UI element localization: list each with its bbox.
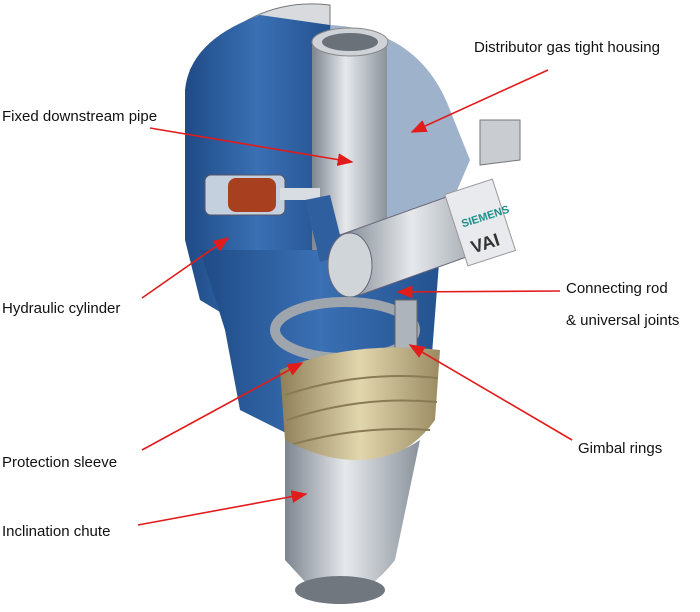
label-connecting-rod: Connecting rod bbox=[566, 280, 668, 297]
arrow-gimbal-rings bbox=[408, 344, 573, 441]
label-universal-joints: & universal joints bbox=[566, 312, 679, 329]
arrow-protection-sleeve bbox=[141, 362, 304, 451]
label-inclination-chute: Inclination chute bbox=[2, 523, 110, 540]
label-protection-sleeve: Protection sleeve bbox=[2, 454, 117, 471]
inclination-chute bbox=[285, 440, 420, 599]
label-distributor-housing: Distributor gas tight housing bbox=[474, 39, 660, 56]
arrow-distributor-housing bbox=[410, 69, 549, 133]
protection-sleeve bbox=[280, 347, 440, 470]
arrow-fixed-pipe bbox=[149, 127, 354, 166]
machine-illustration: SIEMENS VAI bbox=[185, 3, 521, 604]
label-fixed-pipe: Fixed downstream pipe bbox=[2, 108, 157, 125]
connecting-rod bbox=[327, 119, 521, 298]
arrow-inclination-chute bbox=[137, 490, 308, 526]
label-gimbal-rings: Gimbal rings bbox=[578, 440, 662, 457]
arrow-hydraulic-cylinder bbox=[141, 237, 230, 299]
arrow-connecting-rod bbox=[396, 285, 561, 299]
label-hydraulic-cylinder: Hydraulic cylinder bbox=[2, 300, 120, 317]
